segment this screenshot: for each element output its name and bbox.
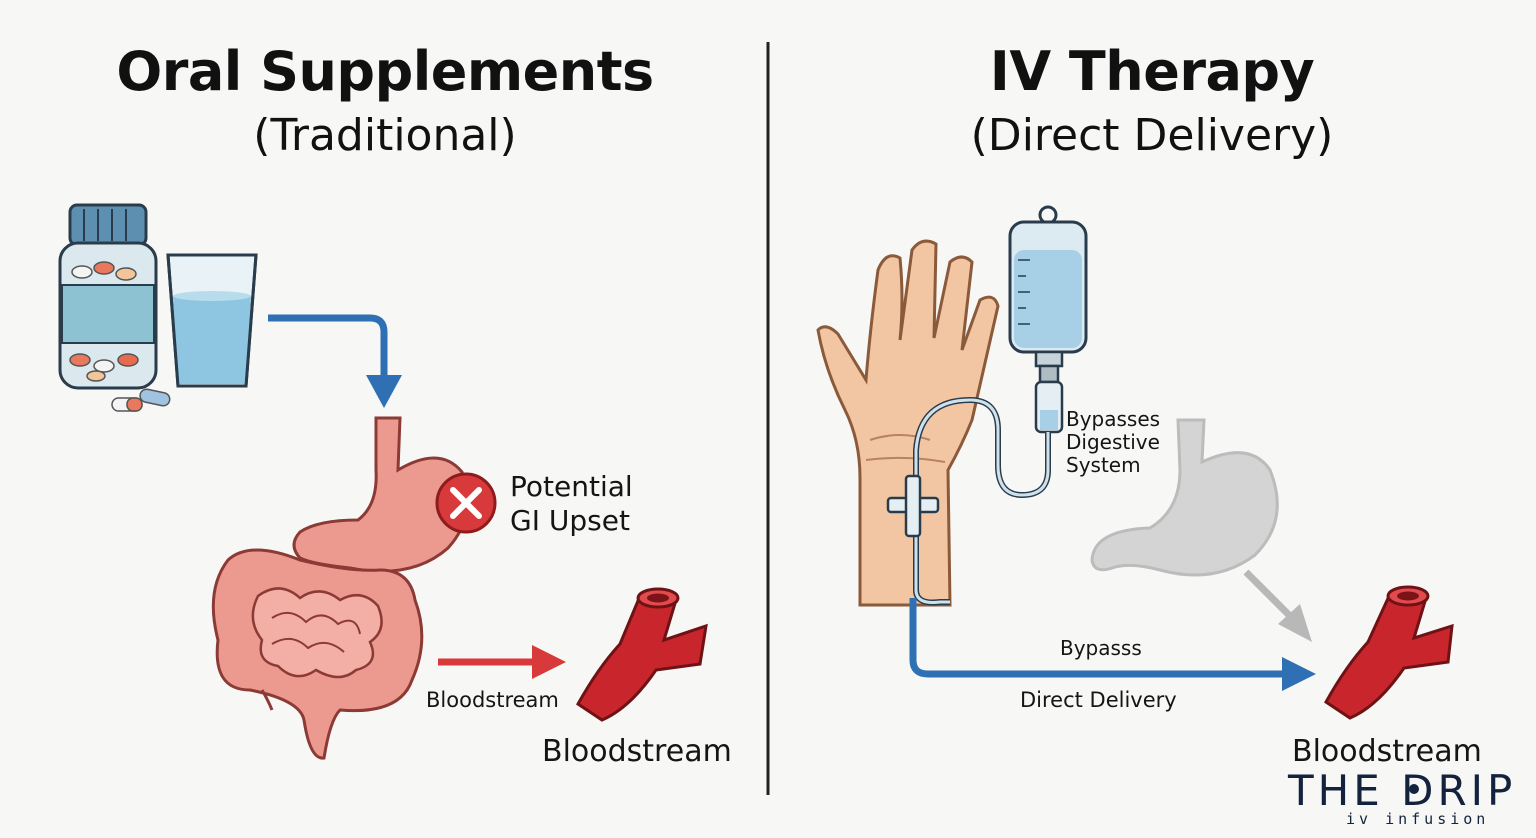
left-destination-label: Bloodstream [542,734,732,769]
logo-tagline: iv infusion [1346,810,1490,828]
bypass-note-line2: Digestive [1066,430,1160,454]
right-title: IV Therapy [989,40,1315,103]
bypass-gray-arrow [1243,569,1312,642]
logo-drop-icon [1409,784,1419,794]
iv-bag-icon [1008,205,1088,434]
right-arrow-label-top: Bypasss [1060,636,1142,660]
blood-vessel-icon [576,587,708,722]
left-arrow-label: Bloodstream [426,688,559,712]
gi-upset-line1: Potential [510,470,633,503]
pill-bottle-icon [58,203,171,412]
right-destination-label: Bloodstream [1292,734,1482,769]
blood-vessel-icon-right [1324,585,1454,720]
digestive-system-icon [211,416,469,760]
bypassed-stomach-icon [1090,418,1279,577]
left-subtitle: (Traditional) [253,110,517,161]
water-glass-icon [166,253,258,388]
bypass-note: Bypasses Digestive System [1066,408,1160,477]
ingestion-arrow [268,314,402,408]
gi-upset-label: Potential GI Upset [510,470,633,538]
bypass-note-line3: System [1066,453,1141,477]
direct-delivery-arrow [909,598,1316,691]
right-subtitle: (Direct Delivery) [970,110,1334,161]
left-title: Oral Supplements [116,40,654,103]
absorption-arrow [438,645,566,679]
warning-x-icon [435,472,497,534]
gi-upset-line2: GI Upset [510,504,630,537]
right-arrow-label-bottom: Direct Delivery [1020,688,1177,712]
logo-name: THE DRIP [1288,766,1517,815]
hand-arm-icon [816,239,1000,607]
bypass-note-line1: Bypasses [1066,407,1161,431]
iv-tube [886,396,1051,606]
